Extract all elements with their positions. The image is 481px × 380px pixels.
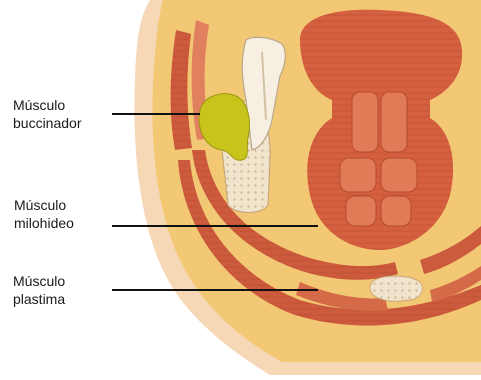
label-musculo-buccinador: Músculo buccinador [13, 96, 82, 132]
label-musculo-plastima: Músculo plastima [13, 272, 65, 308]
label-musculo-milohideo: Músculo milohideo [14, 196, 74, 232]
